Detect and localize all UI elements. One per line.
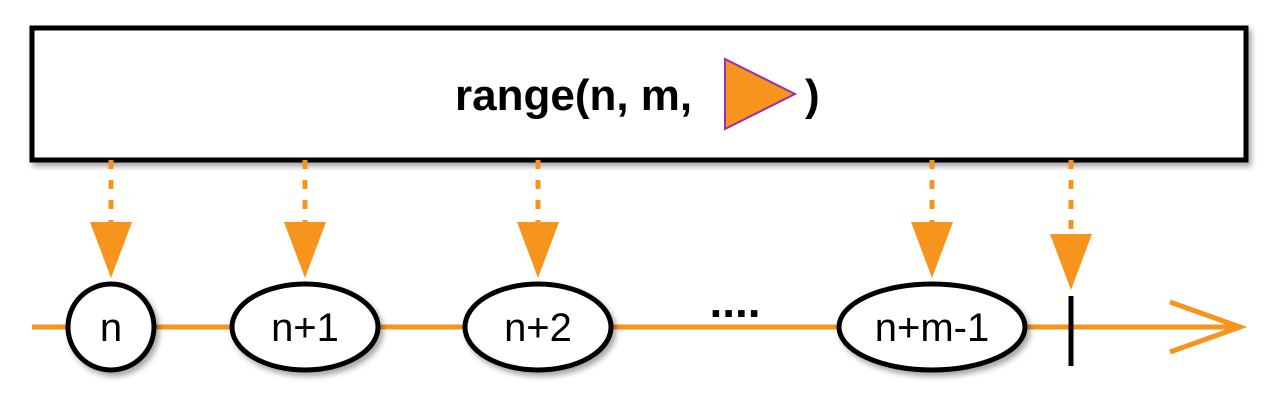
emission-arrow-n-plus-2	[517, 160, 559, 278]
timeline	[32, 299, 1248, 355]
operator-suffix: )	[805, 71, 820, 120]
marble-n-plus-2: n+2	[462, 281, 614, 373]
marble-n-plus-1: n+1	[229, 281, 381, 373]
ellipsis: ....	[709, 275, 760, 327]
scheduler-triangle-icon	[724, 57, 798, 131]
emission-arrows	[90, 160, 1092, 290]
marble-label: n	[100, 306, 122, 350]
marble-n-plus-m-minus-1: n+m-1	[836, 281, 1028, 373]
emission-arrow-n-plus-m-minus-1	[911, 160, 953, 278]
emission-arrow-completion	[1050, 160, 1092, 290]
timeline-arrowhead-icon	[1169, 299, 1248, 355]
marble-n: n	[65, 281, 157, 373]
marble-label: n+2	[504, 306, 572, 350]
operator-box-frame	[29, 25, 1249, 163]
marbles: n n+1 n+2 n+m-1	[65, 281, 1028, 373]
operator-prefix: range(n, m,	[455, 71, 704, 120]
emission-arrow-n-plus-1	[284, 160, 326, 278]
marble-label: n+1	[271, 306, 339, 350]
operator-box: range(n, m, )	[29, 25, 1249, 163]
emission-arrow-n	[90, 160, 132, 278]
marble-label: n+m-1	[875, 306, 990, 350]
